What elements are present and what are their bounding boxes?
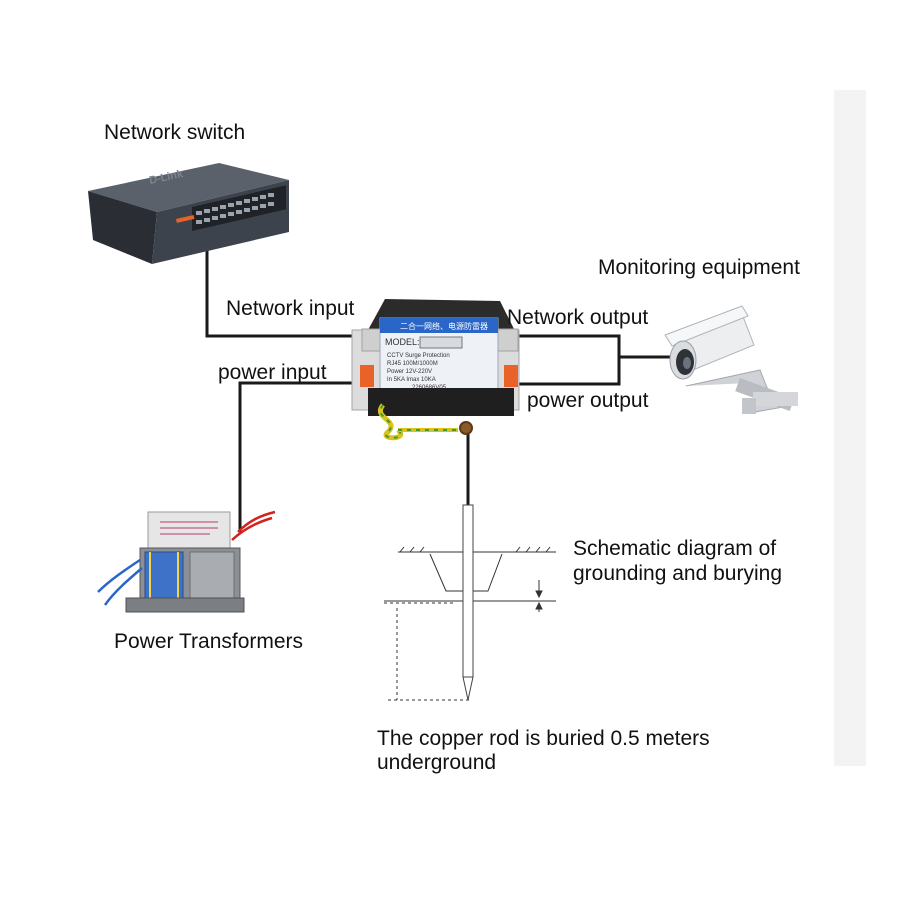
- power-input-wire: [238, 381, 365, 532]
- transformer-image: [97, 510, 276, 613]
- svg-text:RJ45 100M/1000M: RJ45 100M/1000M: [387, 361, 438, 367]
- copper-rod-caption-line2: underground: [377, 751, 497, 774]
- grounding-schematic: [384, 546, 556, 701]
- network-input-wire: [205, 244, 380, 338]
- power-transformers-label: Power Transformers: [114, 630, 304, 653]
- network-output-label: Network output: [507, 306, 649, 329]
- network-switch-image: D-Link: [88, 163, 289, 264]
- svg-text:CCTV Surge Protection: CCTV Surge Protection: [387, 353, 450, 359]
- right-background-strip: [834, 90, 866, 766]
- svg-text:In 5KA Imax 10KA: In 5KA Imax 10KA: [387, 377, 436, 383]
- transformer-label-plate: [147, 511, 231, 553]
- network-switch-label: Network switch: [104, 121, 246, 144]
- svg-text:二合一网络、电源防雷器: 二合一网络、电源防雷器: [400, 321, 488, 331]
- network-output-wire: [505, 334, 621, 386]
- copper-rod-caption-line1: The copper rod is buried 0.5 meters: [377, 727, 710, 750]
- camera-image: [664, 305, 798, 414]
- power-input-label: power input: [218, 361, 327, 384]
- schematic-caption-line2: grounding and burying: [573, 562, 782, 585]
- svg-text:Power 12V-220V: Power 12V-220V: [387, 369, 432, 375]
- svg-text:MODEL:: MODEL:: [385, 337, 420, 347]
- schematic-caption-line1: Schematic diagram of: [573, 537, 777, 560]
- power-input-terminal: [360, 365, 374, 387]
- power-output-terminal: [504, 365, 518, 387]
- surge-protector-device: 二合一网络、电源防雷器 MODEL: CCTV Surge Protection…: [351, 299, 520, 441]
- network-input-label: Network input: [226, 297, 355, 320]
- ground-lug: [459, 421, 473, 435]
- copper-rod: [462, 504, 474, 701]
- monitoring-equipment-label: Monitoring equipment: [598, 256, 800, 279]
- power-output-label: power output: [527, 389, 649, 412]
